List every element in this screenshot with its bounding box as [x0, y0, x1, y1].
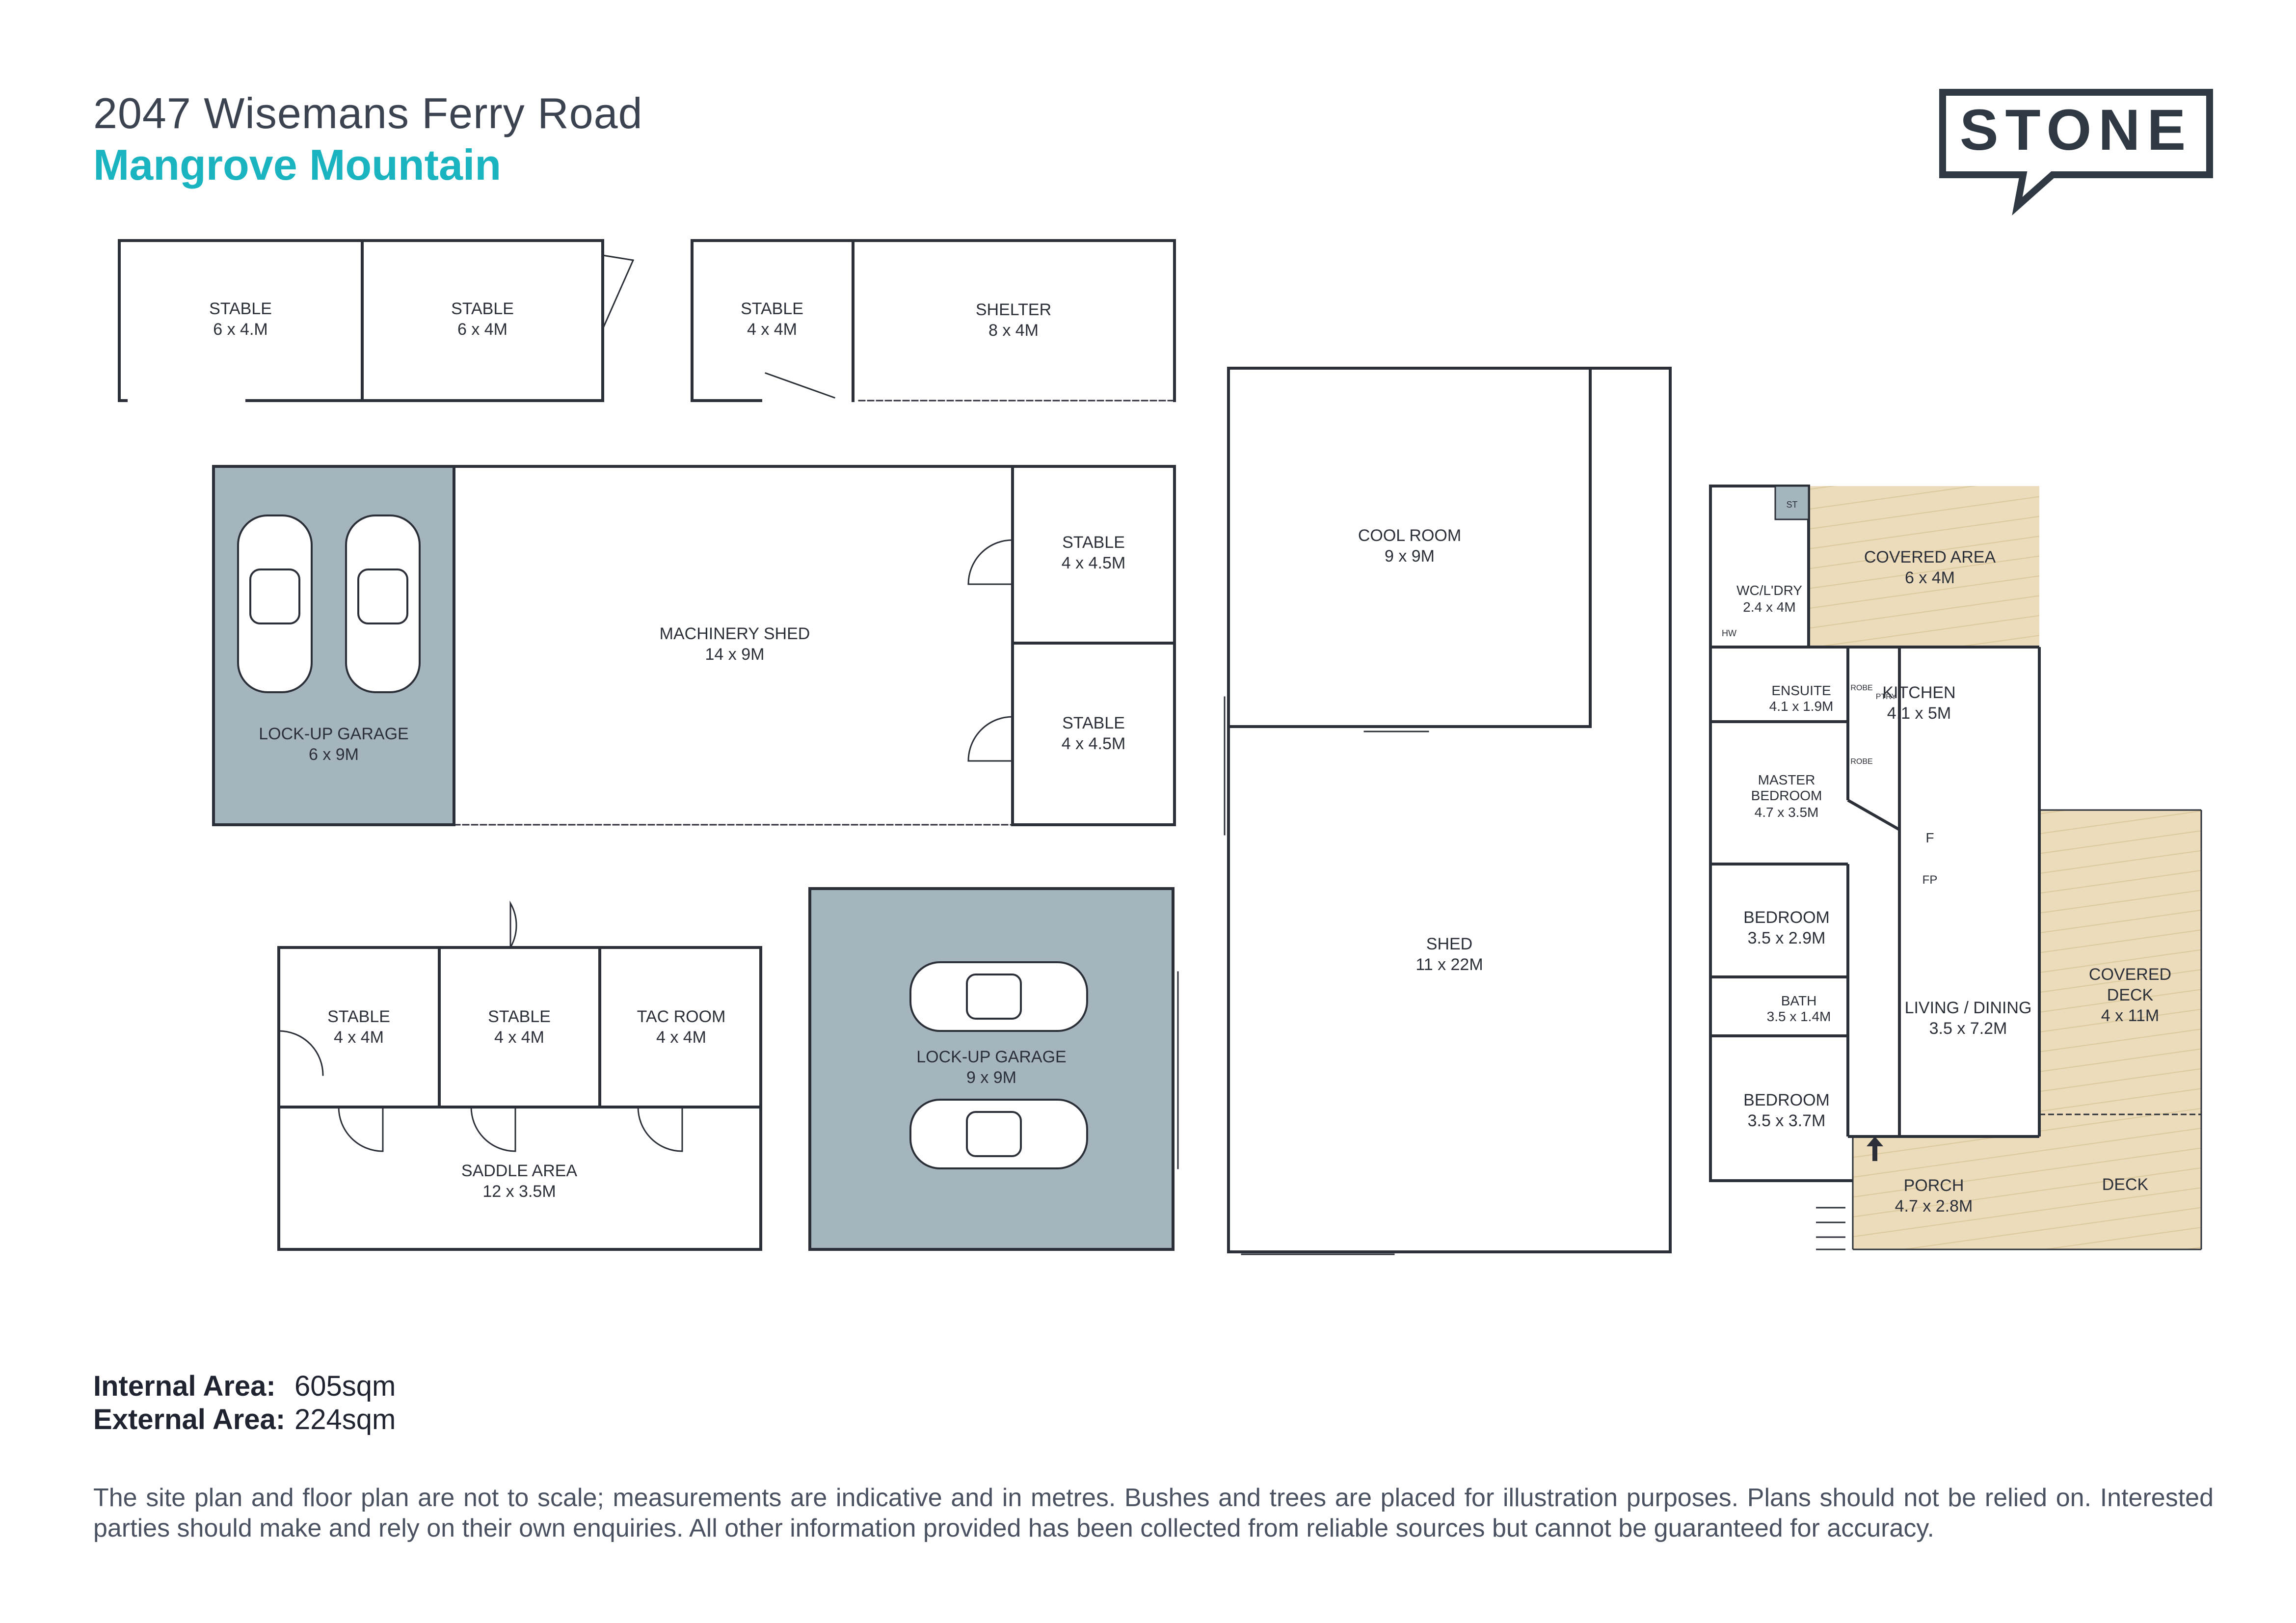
label-porch: PORCH — [1904, 1176, 1964, 1195]
label-covered-area: COVERED AREA — [1864, 548, 1996, 567]
size-master-bedroom: 4.7 x 3.5M — [1755, 805, 1819, 820]
label-kitchen: KITCHEN — [1882, 683, 1955, 702]
label-cool-room: COOL ROOM — [1358, 526, 1461, 545]
label-covered-deck-2: DECK — [2107, 986, 2154, 1004]
stable-shelter-block — [691, 239, 1176, 402]
label-robe-1: ROBE — [1850, 684, 1872, 692]
size-stable-g: 4 x 4M — [494, 1028, 544, 1047]
entry-arrow-icon — [1867, 1136, 1883, 1161]
size-stable-d: 4 x 4.5M — [1062, 554, 1125, 572]
label-fireplace: FP — [1922, 873, 1938, 887]
label-stable-e: STABLE — [1062, 714, 1125, 732]
label-deck: DECK — [2102, 1175, 2149, 1194]
size-shelter: 8 x 4M — [988, 321, 1039, 340]
stairs-icon — [1816, 1207, 1845, 1250]
size-living-dining: 3.5 x 7.2M — [1929, 1019, 2007, 1038]
size-covered-deck: 4 x 11M — [2101, 1006, 2159, 1025]
label-hot-water: HW — [1722, 628, 1736, 638]
size-bedroom-2: 3.5 x 3.7M — [1748, 1111, 1826, 1130]
size-bath: 3.5 x 1.4M — [1767, 1009, 1831, 1024]
size-stable-c: 4 x 4M — [747, 320, 797, 339]
label-shelter: SHELTER — [976, 300, 1051, 319]
area-summary: Internal Area: 605sqm External Area: 224… — [93, 1370, 396, 1436]
external-area-label: External Area: — [93, 1404, 286, 1435]
deck-areas — [1809, 486, 2201, 1249]
size-ensuite: 4.1 x 1.9M — [1769, 699, 1834, 714]
size-stable-e: 4 x 4.5M — [1062, 734, 1125, 753]
label-tac-room: TAC ROOM — [637, 1007, 726, 1026]
car-icons-garage-1 — [237, 514, 421, 693]
shed-building — [1227, 367, 1672, 1253]
label-stable-g: STABLE — [488, 1007, 551, 1026]
label-stable-b: STABLE — [451, 299, 514, 318]
internal-area-label: Internal Area: — [93, 1370, 276, 1402]
size-kitchen: 4.1 x 5M — [1887, 704, 1951, 723]
internal-area-value: 605sqm — [294, 1370, 396, 1402]
label-covered-deck-1: COVERED — [2089, 965, 2171, 984]
label-bedroom-2: BEDROOM — [1743, 1091, 1830, 1109]
label-stable-d: STABLE — [1062, 533, 1125, 552]
label-lockup-garage-1: LOCK-UP GARAGE — [259, 725, 408, 743]
logo-text: STONE — [1960, 98, 2192, 162]
size-bedroom-1: 3.5 x 2.9M — [1748, 929, 1826, 947]
external-area-value: 224sqm — [294, 1404, 396, 1435]
label-ensuite: ENSUITE — [1771, 683, 1831, 698]
disclaimer-text: The site plan and floor plan are not to … — [93, 1484, 2214, 1542]
label-machinery-shed: MACHINERY SHED — [660, 624, 810, 643]
size-cool-room: 9 x 9M — [1385, 547, 1435, 566]
label-saddle-area: SADDLE AREA — [461, 1162, 578, 1180]
stable-block-top-left — [118, 239, 634, 402]
wc-laundry-wall — [1709, 485, 1810, 649]
property-suburb: Mangrove Mountain — [93, 140, 502, 189]
size-machinery-shed: 14 x 9M — [705, 645, 765, 664]
size-shed: 11 x 22M — [1415, 955, 1483, 974]
size-stable-a: 6 x 4.M — [213, 320, 267, 339]
stone-logo: STONE — [1939, 89, 2213, 216]
label-fridge: F — [1925, 830, 1934, 845]
property-address: 2047 Wisemans Ferry Road — [93, 89, 643, 137]
size-lockup-garage-2: 9 x 9M — [966, 1068, 1016, 1087]
label-lockup-garage-2: LOCK-UP GARAGE — [916, 1048, 1066, 1066]
label-living-dining: LIVING / DINING — [1905, 999, 2032, 1017]
size-stable-b: 6 x 4M — [457, 320, 507, 339]
size-wc-laundry: 2.4 x 4M — [1743, 599, 1795, 615]
label-stable-c: STABLE — [741, 299, 803, 318]
size-tac-room: 4 x 4M — [656, 1028, 706, 1047]
label-bedroom-1: BEDROOM — [1743, 908, 1830, 927]
label-storage: ST — [1786, 500, 1797, 510]
size-lockup-garage-1: 6 x 9M — [309, 745, 359, 764]
stable-block-bottom-left — [277, 946, 762, 1251]
label-master-bedroom-1: MASTER — [1758, 772, 1815, 787]
label-wc-laundry: WC/L'DRY — [1736, 583, 1802, 598]
label-pantry: PTRY — [1876, 693, 1897, 701]
car-icons-garage-2 — [909, 961, 1088, 1169]
size-saddle-area: 12 x 3.5M — [482, 1182, 556, 1201]
size-porch: 4.7 x 2.8M — [1895, 1197, 1973, 1216]
label-stable-a: STABLE — [209, 299, 272, 318]
label-bath: BATH — [1781, 993, 1817, 1008]
lockup-garage-2-area — [808, 887, 1175, 1251]
size-covered-area: 6 x 4M — [1905, 568, 1955, 587]
label-stable-f: STABLE — [327, 1007, 390, 1026]
label-shed: SHED — [1426, 935, 1472, 953]
label-robe-2: ROBE — [1850, 757, 1872, 766]
label-master-bedroom-2: BEDROOM — [1751, 788, 1822, 803]
size-stable-f: 4 x 4M — [334, 1028, 384, 1047]
